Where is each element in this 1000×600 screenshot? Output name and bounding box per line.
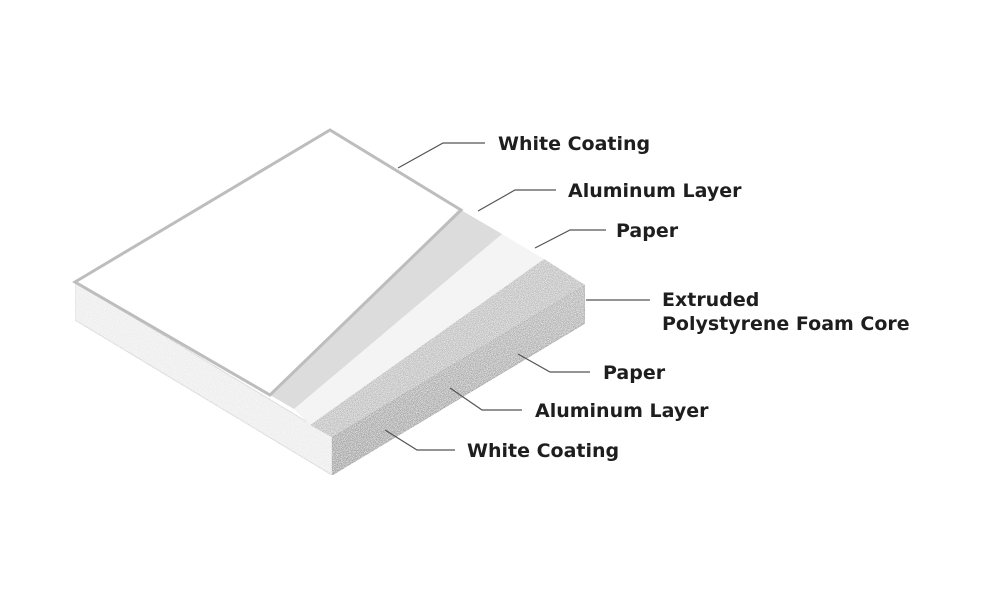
- leader-top-aluminum: [477, 189, 556, 212]
- label-bottom-aluminum: Aluminum Layer: [535, 400, 709, 422]
- label-core-line1: Extruded: [662, 289, 759, 311]
- leader-top-paper: [534, 229, 606, 249]
- white-coating-layer: [72, 128, 464, 397]
- label-core-line2: Polystyrene Foam Core: [662, 313, 910, 335]
- foam-core-top: [310, 259, 585, 437]
- label-top-aluminum: Aluminum Layer: [568, 180, 742, 202]
- leader-top-white-coating: [397, 142, 485, 169]
- label-bottom-white-coating: White Coating: [467, 440, 619, 462]
- leader-bottom-paper: [517, 353, 590, 373]
- label-bottom-paper: Paper: [603, 362, 666, 384]
- leader-bottom-white-coating: [384, 429, 455, 451]
- label-top-paper: Paper: [616, 220, 679, 242]
- paper-layer: [294, 234, 544, 425]
- label-top-white-coating: White Coating: [498, 133, 650, 155]
- leader-bottom-aluminum: [449, 387, 522, 411]
- aluminum-layer: [270, 210, 502, 409]
